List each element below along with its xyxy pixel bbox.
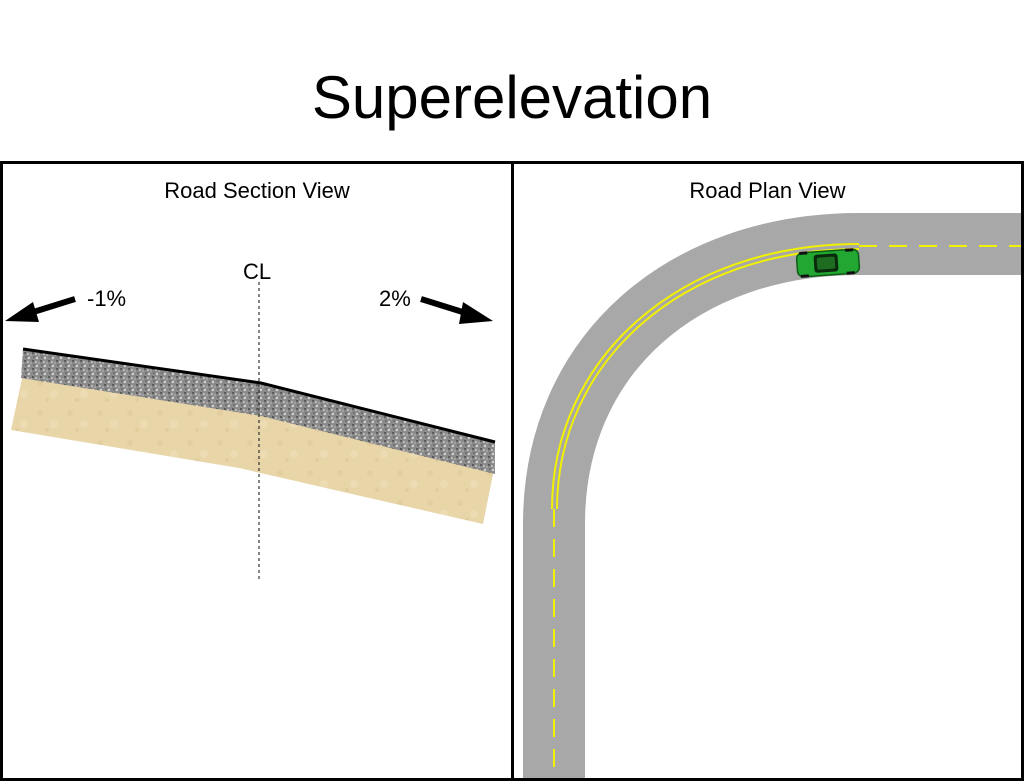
right-slope-label: 2% <box>379 286 411 311</box>
plan-diagram <box>523 213 1021 778</box>
asphalt-layer <box>21 349 495 474</box>
left-slope-label: -1% <box>87 286 127 311</box>
right-slope-arrow-shaft <box>420 296 470 317</box>
road-curve <box>523 213 1021 778</box>
right-slope-arrowhead <box>459 302 493 324</box>
soil-layer <box>11 374 495 524</box>
left-slope-arrowhead <box>5 302 39 322</box>
road-plan-panel: Road Plan View <box>511 161 1024 781</box>
road-section-panel: Road Section View <box>0 161 514 781</box>
centerline-label: CL <box>243 259 272 284</box>
road-surface-line <box>22 347 496 444</box>
section-view-title: Road Section View <box>164 178 350 203</box>
section-diagram <box>5 282 496 580</box>
yellow-double-line-inner <box>556 248 860 510</box>
yellow-double-line-outer <box>551 243 860 510</box>
car-icon <box>795 248 861 278</box>
slide-title: Superelevation <box>311 64 713 131</box>
plan-view-title: Road Plan View <box>689 178 846 203</box>
